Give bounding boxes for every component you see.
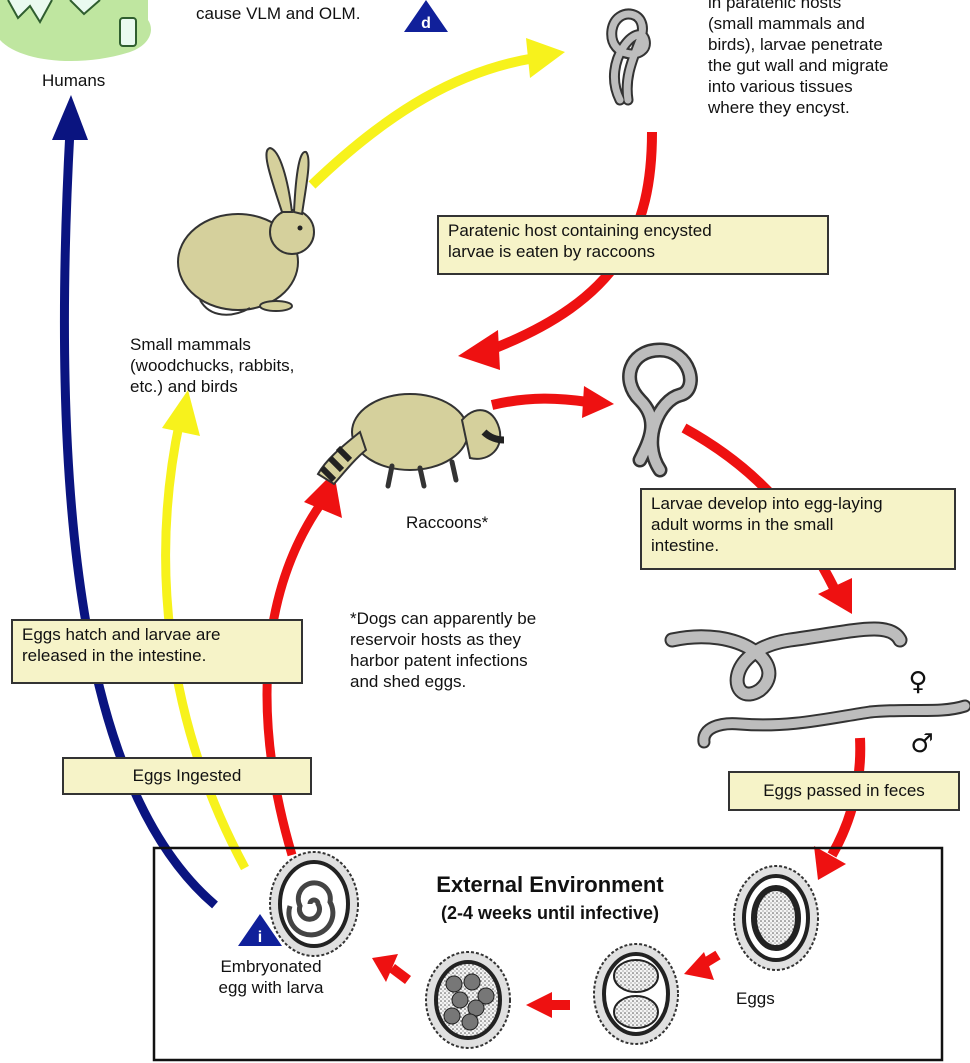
red-arrow-egg-to-two-cell	[684, 952, 718, 980]
red-arrow-raccoon-to-larva	[492, 386, 614, 418]
intestinal-larva-icon	[630, 350, 691, 470]
paratenic-larva-icon	[612, 14, 646, 100]
embryonated-egg-label: Embryonated egg with larva	[190, 956, 352, 998]
box-eggs-hatch: Eggs hatch and larvae are released in th…	[11, 619, 303, 684]
vlm-olm-caption: cause VLM and OLM.	[196, 3, 360, 24]
red-arrow-two-cell-to-morula	[526, 992, 570, 1018]
eggs-label: Eggs	[736, 988, 775, 1009]
raccoons-label: Raccoons*	[406, 512, 488, 533]
humans-label: Humans	[42, 70, 105, 91]
unembryonated-egg-icon	[734, 866, 818, 970]
morula-egg-icon	[426, 952, 510, 1048]
rabbit-icon	[178, 148, 314, 315]
humans-scene	[0, 0, 151, 61]
adult-female-worm-icon	[672, 629, 900, 694]
external-environment-title: External Environment	[360, 872, 740, 898]
infective-badge-letter: i	[258, 929, 262, 946]
embryonated-egg-icon	[270, 852, 358, 956]
external-environment-subtitle: (2-4 weeks until infective)	[360, 902, 740, 924]
box-paratenic-eaten: Paratenic host containing encysted larva…	[437, 215, 829, 275]
diagnostic-badge-letter: d	[421, 15, 431, 32]
raccoon-icon	[318, 394, 504, 486]
red-arrow-morula-to-embryonated	[372, 954, 408, 982]
paratenic-hosts-note: in paratenic hosts (small mammals and bi…	[708, 0, 889, 118]
box-eggs-ingested: Eggs Ingested	[62, 757, 312, 795]
female-symbol: ♀	[908, 667, 927, 697]
dogs-reservoir-note: *Dogs can apparently be reservoir hosts …	[350, 608, 536, 692]
male-symbol: ♂	[910, 729, 933, 759]
box-eggs-passed: Eggs passed in feces	[728, 771, 960, 811]
yellow-arrow-to-paratenic	[312, 38, 565, 185]
small-mammals-label: Small mammals (woodchucks, rabbits, etc.…	[130, 334, 294, 397]
box-larvae-develop: Larvae develop into egg-laying adult wor…	[640, 488, 956, 570]
two-cell-egg-icon	[594, 944, 678, 1044]
diagnostic-badge: d	[404, 0, 448, 32]
